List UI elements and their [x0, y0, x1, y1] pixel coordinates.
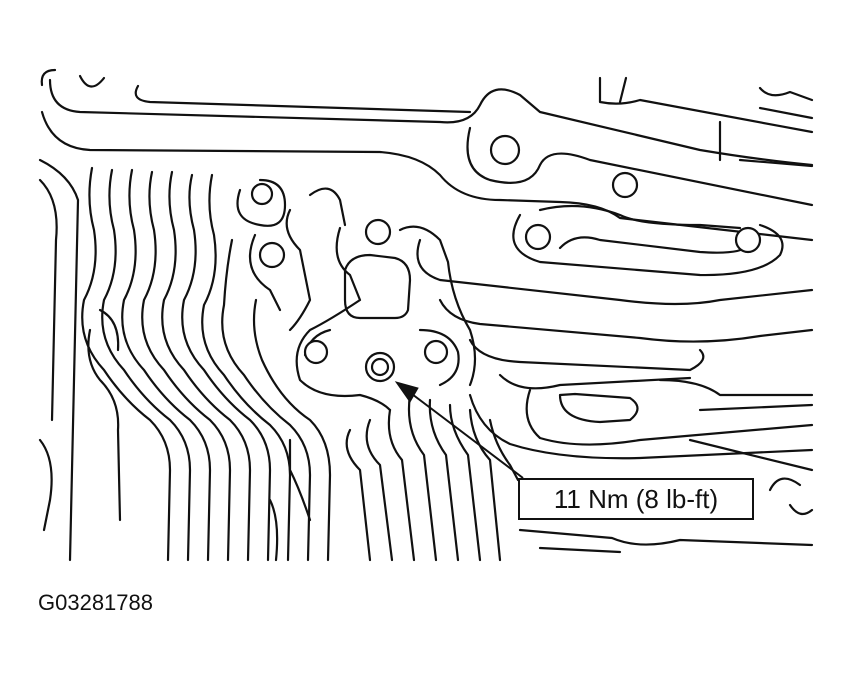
hole [303, 339, 329, 365]
leader-arrow [394, 381, 524, 479]
hole [258, 241, 286, 269]
upper-right-channels [416, 126, 814, 472]
hole [364, 218, 392, 246]
hole [734, 226, 762, 254]
lower-middle-channels [268, 393, 520, 562]
left-wavy-channels [38, 158, 332, 562]
lower-right-channels [518, 477, 814, 554]
bolt-location [364, 351, 396, 383]
torque-callout: 11 Nm (8 lb-ft) [518, 478, 754, 520]
central-cluster [236, 178, 477, 412]
hole [611, 171, 639, 199]
figure-id-label: G03281788 [38, 590, 153, 615]
top-channels [40, 68, 814, 242]
hole [423, 339, 449, 365]
hole [250, 182, 274, 206]
hole [524, 223, 552, 251]
hole [489, 134, 521, 166]
port-holes [250, 134, 762, 365]
